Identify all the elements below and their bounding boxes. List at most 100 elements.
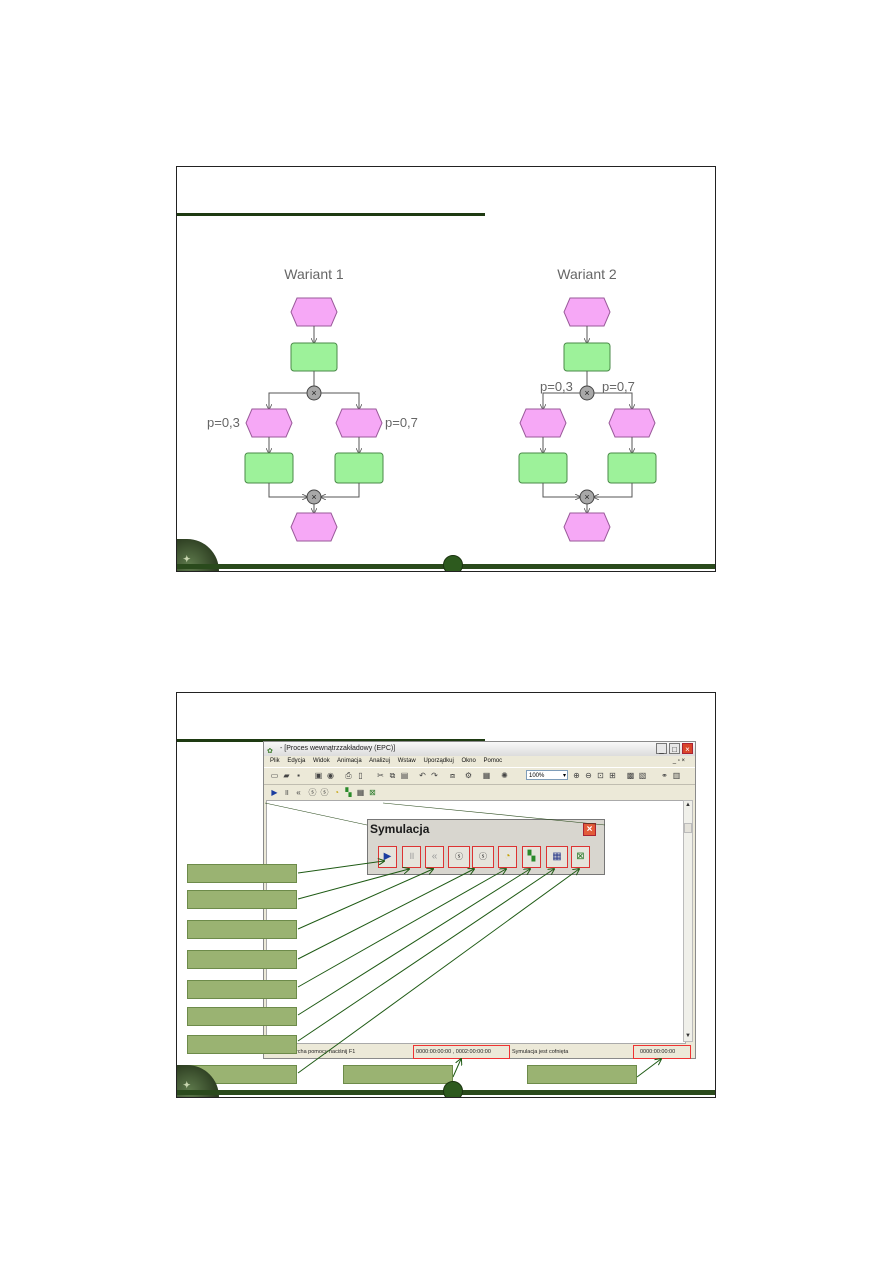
step-time-icon[interactable]: ⓢ: [308, 788, 317, 797]
menu-item-pomoc[interactable]: Pomoc: [483, 758, 503, 764]
app-window: ✿ - [Proces wewnątrzzakładowy (EPC)] _ □…: [263, 741, 696, 1059]
minimize-icon[interactable]: _: [656, 743, 667, 754]
link-icon[interactable]: ⚭: [661, 771, 668, 780]
event-right: [608, 408, 656, 438]
scroll-up-icon[interactable]: ▲: [685, 802, 691, 808]
scroll-down-icon[interactable]: ▼: [685, 1033, 691, 1039]
event-left: [245, 408, 293, 438]
step-button[interactable]: ⓢ: [472, 846, 494, 868]
window-title: - [Proces wewnątrzzakładowy (EPC)]: [280, 745, 396, 752]
close-icon[interactable]: ×: [682, 743, 693, 754]
lightbulb-icon[interactable]: ✺: [501, 771, 508, 780]
callout-box: [527, 1065, 637, 1084]
zoom-in-icon[interactable]: ⊕: [573, 771, 580, 780]
print-icon[interactable]: ⎙: [345, 771, 352, 780]
zoom-select[interactable]: 100%▾: [526, 770, 568, 780]
simulation-toolbar: Symulacja × ▶ ॥ « ⓢ ⓢ ◔ ▚ ▦ ⊠: [367, 819, 605, 875]
open-icon[interactable]: ▰: [283, 771, 290, 780]
prob-right: p=0,7: [602, 379, 635, 394]
table-icon: ▦: [552, 851, 562, 862]
step-icon: ⓢ: [479, 852, 487, 861]
status-clock: 0000:00:00:00: [640, 1049, 676, 1055]
properties-icon[interactable]: ▣: [314, 771, 323, 780]
new-icon[interactable]: ▭: [270, 771, 279, 780]
play-button[interactable]: ▶: [378, 846, 397, 868]
play-icon: ▶: [383, 851, 392, 862]
table-icon[interactable]: ▦: [356, 788, 365, 797]
simulation-mini-toolbar: ▶ ॥ « ⓢ ⓢ ◔ ▚ ▦ ⊠: [264, 785, 695, 799]
slide-variants: Wariant 1 Wariant 2 × p=0,3 p=0,7 ×: [176, 166, 716, 572]
callout-box: [187, 864, 297, 883]
stop-icon[interactable]: ⊠: [369, 788, 376, 797]
svg-text:×: ×: [584, 492, 589, 502]
function-1: [290, 342, 338, 372]
menu-item-okno[interactable]: Okno: [461, 758, 476, 764]
table-button[interactable]: ▦: [546, 846, 568, 868]
rewind-button[interactable]: «: [425, 846, 444, 868]
zoom-page-icon[interactable]: ⊞: [609, 771, 616, 780]
epc-diagram: Wariant 1 Wariant 2 × p=0,3 p=0,7 ×: [207, 266, 657, 542]
highlight-status-clock: [633, 1045, 691, 1059]
resource-button[interactable]: ▚: [522, 846, 541, 868]
preview-icon[interactable]: ▯: [358, 771, 363, 780]
clock-icon: ◔: [504, 851, 511, 862]
layout-icon[interactable]: ⧈: [449, 771, 456, 780]
main-toolbar: ▭ ▰ ▪ ▣ ◉ ⎙ ▯ ✂ ⧉ ▤ ↶ ↷ ⧈ ⚙ ▦ ✺ 100%▾ ⊕ …: [264, 767, 695, 785]
step-time-button[interactable]: ⓢ: [448, 846, 470, 868]
mdi-controls[interactable]: _ ▫ ×: [672, 758, 685, 764]
menu-item-uporzadkuj[interactable]: Uporządkuj: [423, 758, 454, 764]
scroll-thumb[interactable]: [684, 823, 692, 833]
save-icon[interactable]: ▪: [297, 771, 300, 780]
rewind-icon[interactable]: «: [296, 788, 301, 797]
menu-item-edycja[interactable]: Edycja: [287, 758, 306, 764]
variant2-title: Wariant 2: [557, 266, 617, 282]
zoom-out-icon[interactable]: ⊖: [585, 771, 592, 780]
menu-item-wstaw[interactable]: Wstaw: [397, 758, 416, 764]
cut-icon[interactable]: ✂: [377, 771, 384, 780]
step-icon[interactable]: ⓢ: [320, 788, 329, 797]
search-icon[interactable]: ◉: [327, 771, 334, 780]
event-right: [335, 408, 383, 438]
paste-icon[interactable]: ▤: [400, 771, 409, 780]
variant1-flow: × p=0,3 p=0,7 ×: [207, 297, 418, 542]
vertical-scrollbar[interactable]: ▲ ▼: [683, 800, 693, 1042]
prob-left: p=0,3: [540, 379, 573, 394]
model-icon[interactable]: ▦: [482, 771, 491, 780]
callout-box: [187, 920, 297, 939]
pause-icon[interactable]: ॥: [284, 788, 289, 797]
menu-item-animacja[interactable]: Animacja: [337, 758, 362, 764]
event-left: [519, 408, 567, 438]
play-icon[interactable]: ▶: [271, 788, 278, 797]
pause-icon: ॥: [408, 851, 415, 862]
redo-icon[interactable]: ↷: [431, 771, 438, 780]
menu-item-widok[interactable]: Widok: [313, 758, 330, 764]
menu-item-plik[interactable]: Plik: [270, 758, 280, 764]
stop-icon: ⊠: [576, 851, 585, 862]
grid-icon[interactable]: ▧: [638, 771, 647, 780]
variant1-title: Wariant 1: [284, 266, 344, 282]
function-right: [334, 452, 384, 484]
zoom-fit-icon[interactable]: ⊡: [597, 771, 604, 780]
clock-button[interactable]: ◔: [498, 846, 517, 868]
close-icon[interactable]: ×: [583, 823, 596, 836]
app-icon: ✿: [267, 748, 273, 755]
copy-icon[interactable]: ⧉: [389, 771, 396, 780]
step-time-icon: ⓢ: [455, 852, 463, 861]
menu-item-analizuj[interactable]: Analizuj: [369, 758, 391, 764]
undo-icon[interactable]: ↶: [419, 771, 426, 780]
attributes-icon[interactable]: ⚙: [464, 771, 473, 780]
stop-button[interactable]: ⊠: [571, 846, 590, 868]
chart-icon[interactable]: ▥: [672, 771, 681, 780]
maximize-icon[interactable]: □: [669, 743, 680, 754]
callout-box: [187, 1007, 297, 1026]
clock-icon[interactable]: ◔: [334, 788, 339, 797]
title-bar: [177, 739, 485, 742]
callout-box: [187, 980, 297, 999]
view-icon[interactable]: ▩: [626, 771, 635, 780]
resource-icon[interactable]: ▚: [345, 788, 352, 797]
resource-icon: ▚: [527, 851, 536, 862]
simulation-toolbar-title: Symulacja: [370, 822, 430, 836]
title-bar: [177, 213, 485, 216]
pause-button[interactable]: ॥: [402, 846, 421, 868]
function-left: [518, 452, 568, 484]
